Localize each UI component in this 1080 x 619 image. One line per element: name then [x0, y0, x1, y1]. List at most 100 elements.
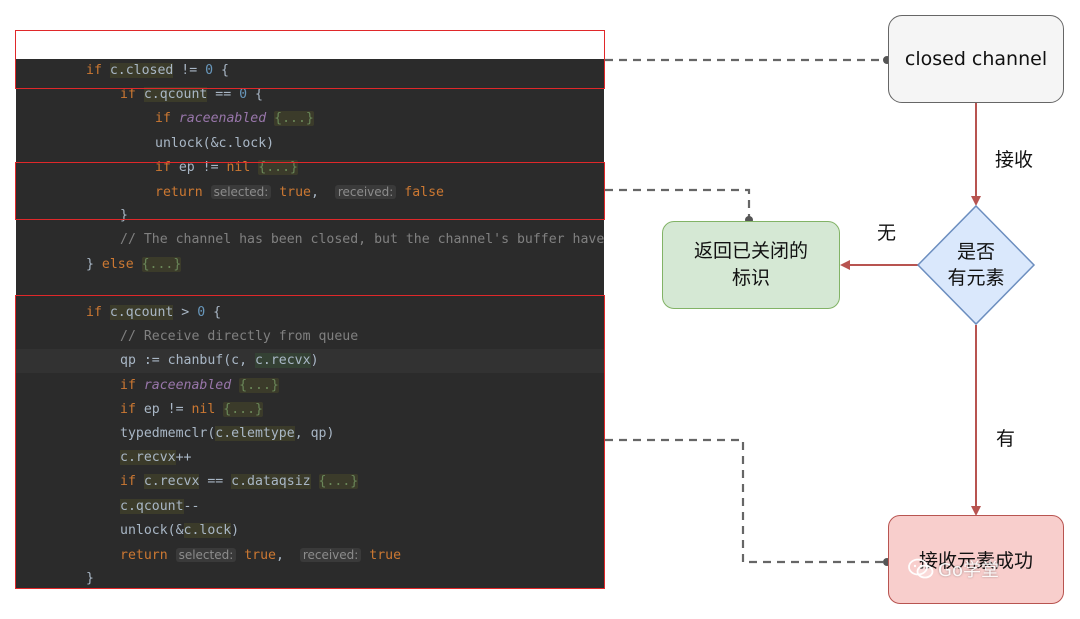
code-token: selected:: [175, 548, 237, 562]
code-token: nil: [226, 159, 251, 175]
code-token: c.qcount: [120, 498, 184, 514]
code-token: ,: [275, 548, 300, 563]
code-token: true: [361, 548, 402, 563]
code-token: {: [205, 305, 222, 320]
code-line: if ep != nil {...}: [16, 156, 604, 180]
code-token: c.recvx: [120, 450, 176, 466]
code-token: , qp): [294, 426, 335, 441]
code-token: if: [155, 159, 179, 175]
decision-line1: 是否: [956, 241, 995, 263]
wechat-icon: [908, 558, 934, 579]
code-line: }: [16, 204, 604, 228]
code-token: c.qcount: [109, 305, 174, 320]
code-token: received:: [334, 185, 397, 199]
node-closed-channel: closed channel: [888, 15, 1064, 103]
code-token: ): [310, 353, 319, 369]
dashed-connector-receive: [605, 438, 887, 564]
code-token: return: [120, 548, 176, 563]
red-box-closed-check: [15, 30, 605, 89]
node-return-closed-flag: 返回已关闭的 标识: [662, 221, 840, 309]
dashed-connector-empty-return: [605, 188, 751, 220]
code-token: ): [231, 522, 240, 538]
code-token: if: [155, 111, 179, 127]
code-line: c.qcount--: [16, 495, 604, 519]
edge-label-receive: 接收: [995, 149, 1034, 171]
code-token: nil: [191, 401, 216, 417]
red-box-receive-block: [15, 295, 605, 589]
watermark: Go学堂: [908, 556, 999, 582]
code-token: 0: [205, 63, 214, 78]
red-box-empty-return: [15, 162, 605, 220]
code-line: if c.closed != 0 {: [16, 59, 604, 83]
code-token: {...}: [274, 111, 314, 127]
code-token: {...}: [239, 377, 279, 393]
code-token: {: [213, 63, 229, 78]
code-line: qp := chanbuf(c, c.recvx): [16, 349, 604, 374]
code-token: if: [120, 87, 144, 103]
code-token: ==: [207, 87, 240, 103]
code-token: c.elemtype: [215, 426, 295, 441]
code-token: c.recvx: [254, 353, 311, 369]
code-token: ep !=: [143, 401, 192, 417]
code-token: c.dataqsiz: [231, 474, 311, 490]
watermark-text: Go学堂: [938, 560, 999, 581]
code-token: {: [247, 87, 263, 103]
code-token: !=: [173, 63, 206, 78]
edge-label-none: 无: [877, 222, 897, 244]
code-token: unlock(&: [120, 522, 184, 538]
code-token: true: [236, 548, 276, 563]
code-line: typedmemclr(c.elemtype, qp): [16, 422, 604, 446]
editor-top-strip: [16, 31, 604, 59]
code-token: if: [120, 474, 144, 490]
code-token: typedmemclr(: [120, 426, 216, 441]
node-return-line1: 返回已关闭的: [693, 240, 808, 262]
code-token: --: [183, 498, 200, 514]
code-token: raceenabled: [178, 111, 267, 127]
code-token: if: [86, 305, 110, 320]
code-line: unlock(&c.lock): [16, 519, 604, 543]
code-line: return selected: true, received: true: [16, 543, 604, 567]
code-token: ep !=: [178, 159, 227, 175]
code-token: qp :=: [120, 353, 168, 369]
code-token: {...}: [258, 159, 298, 175]
code-token: 0: [197, 305, 206, 320]
code-token: if: [120, 377, 144, 393]
code-token: c.closed: [109, 63, 174, 78]
code-token: received:: [299, 548, 362, 562]
decision-line2: 有元素: [947, 267, 1005, 289]
decision-diamond-shape: [916, 204, 1036, 326]
code-token: 0: [239, 87, 248, 103]
code-token: {...}: [141, 256, 182, 272]
code-token: c.recvx: [143, 474, 200, 490]
code-line: if raceenabled {...}: [16, 107, 604, 131]
node-receive-success-label: 接收元素成功: [918, 550, 1033, 572]
code-line: // The channel has been closed, but the …: [16, 228, 604, 252]
code-token: >: [173, 305, 198, 320]
code-token: raceenabled: [143, 377, 232, 393]
code-token: c.lock: [183, 522, 232, 538]
code-token: ,: [310, 185, 335, 200]
code-token: }: [86, 256, 102, 272]
code-token: if: [86, 63, 110, 78]
code-token: true: [271, 185, 311, 200]
code-token: c.qcount: [143, 87, 208, 103]
code-line: }: [16, 567, 604, 589]
code-line: if raceenabled {...}: [16, 374, 604, 398]
code-line: if ep != nil {...}: [16, 398, 604, 422]
code-token: // Receive directly from queue: [120, 329, 359, 345]
code-line: if c.recvx == c.dataqsiz {...}: [16, 470, 604, 494]
node-return-line2: 标识: [731, 267, 770, 289]
code-line: c.recvx++: [16, 446, 604, 470]
node-has-element-decision: 是否 有元素: [918, 206, 1034, 324]
code-token: else: [101, 256, 142, 272]
code-token: {...}: [318, 474, 359, 490]
code-editor-panel: if c.closed != 0 {if c.qcount == 0 {if r…: [16, 31, 604, 589]
code-token: }: [120, 208, 128, 224]
code-token: selected:: [210, 185, 272, 199]
code-token: return: [155, 185, 211, 200]
code-line: // Receive directly from queue: [16, 325, 604, 349]
code-token: }: [86, 571, 94, 587]
code-token: ==: [199, 474, 232, 490]
code-token: {...}: [223, 401, 263, 417]
node-closed-channel-label: closed channel: [904, 48, 1048, 70]
